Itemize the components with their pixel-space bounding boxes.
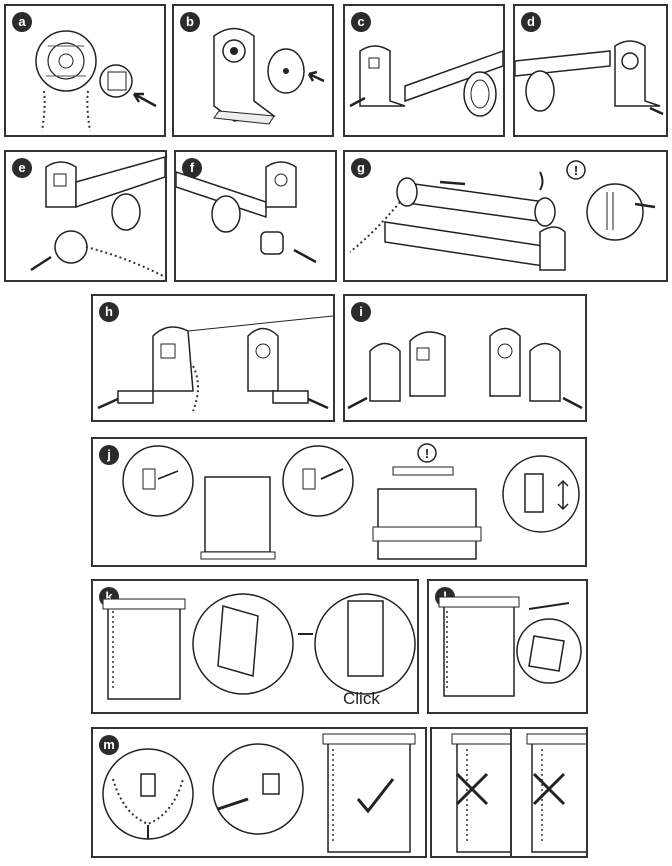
- cross-mark-icon: [532, 772, 566, 806]
- bracket-mount-right-illustration: [515, 40, 664, 116]
- step-h-panel: h: [91, 294, 335, 422]
- warning-icon: [566, 160, 586, 180]
- step-b-panel: b: [172, 4, 334, 137]
- arrow-icon: [293, 248, 317, 264]
- fit-cover-bar-illustration: [438, 596, 582, 697]
- step-l-panel: l: [427, 579, 588, 714]
- arrow-icon: [649, 106, 664, 116]
- cross-mark-icon: [455, 772, 489, 806]
- warning-icon: [417, 443, 437, 463]
- warning-symbol: !: [574, 163, 578, 178]
- chain-safety-device-illustration: [102, 733, 416, 853]
- step-k-panel: k Click: [91, 579, 419, 714]
- step-g-panel: g !: [343, 150, 668, 282]
- step-i-panel: i: [343, 294, 587, 422]
- step-label: m: [99, 735, 119, 755]
- step-j-panel: j !: [91, 437, 587, 567]
- step-label: b: [180, 12, 200, 32]
- arrow-icon: [349, 96, 366, 108]
- arrow-icon: [133, 92, 157, 108]
- roller-assembly-illustration: !: [349, 160, 656, 271]
- step-label: f: [182, 158, 202, 178]
- bracket-mount-left-illustration: [349, 45, 503, 117]
- arrow-icon: [97, 397, 119, 410]
- step-label: c: [351, 12, 371, 32]
- step-f-panel: f: [174, 150, 337, 282]
- step-label: d: [521, 12, 541, 32]
- arrow-icon: [528, 602, 570, 610]
- step-label: h: [99, 302, 119, 322]
- step-label: i: [351, 302, 371, 322]
- insert-idle-end-illustration: [176, 161, 317, 264]
- click-label: Click: [343, 689, 380, 708]
- check-mark-icon: [356, 778, 395, 814]
- bracket-washer-illustration: [213, 27, 325, 125]
- step-label: g: [351, 158, 371, 178]
- insert-control-unit-illustration: [30, 156, 165, 278]
- end-cover-illustration: [347, 327, 583, 410]
- warning-symbol: !: [425, 446, 429, 461]
- arrow-icon: [347, 396, 368, 410]
- step-d-panel: d: [513, 4, 668, 137]
- step-m-wrong-panel-2: [510, 727, 588, 858]
- step-c-panel: c: [343, 4, 505, 137]
- incorrect-installation-illustration: [451, 733, 510, 853]
- step-label: j: [99, 445, 119, 465]
- end-cap-base-illustration: [97, 315, 333, 412]
- arrow-icon: [439, 180, 466, 186]
- wall-mounting-illustration: !: [122, 443, 580, 560]
- chain-control-unit-illustration: [35, 30, 157, 132]
- step-a-panel: a: [4, 4, 166, 137]
- step-label: e: [12, 158, 32, 178]
- arrow-icon: [30, 255, 52, 272]
- arrow-icon: [308, 72, 325, 83]
- clip-blind-illustration: [102, 593, 416, 700]
- step-label: a: [12, 12, 32, 32]
- arrow-icon: [557, 479, 569, 511]
- step-e-panel: e: [4, 150, 167, 282]
- incorrect-installation-illustration: [526, 733, 586, 853]
- step-m-wrong-panel-1: [430, 727, 512, 858]
- step-m-panel: m: [91, 727, 427, 858]
